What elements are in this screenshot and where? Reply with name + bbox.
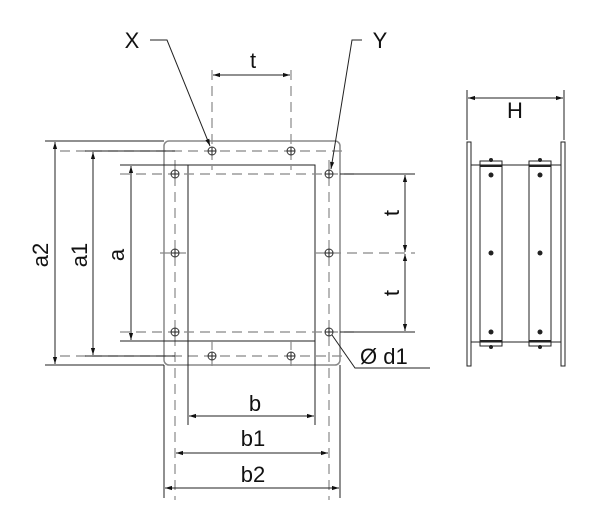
b2-label: b2 [241, 462, 265, 487]
dimension-t-right: t t [379, 175, 408, 331]
dimension-t-top: t [213, 48, 290, 78]
d1-label: Ø d1 [360, 344, 408, 369]
bolt-hole [286, 351, 296, 361]
dimension-b2: b2 [165, 462, 339, 491]
bolt-hole [324, 248, 334, 258]
bolt-holes [170, 146, 334, 361]
side-view: H [466, 90, 566, 367]
t-top-label: t [250, 48, 256, 73]
dimension-b1: b1 [176, 426, 328, 456]
bolt-hole [207, 351, 217, 361]
dimension-a1: a1 [67, 152, 96, 355]
a1-label: a1 [67, 243, 92, 267]
bolt-hole [170, 169, 180, 179]
leader-d1: Ø d1 [331, 334, 430, 369]
dimension-b: b [189, 391, 314, 419]
flange-left [466, 141, 472, 367]
dimension-a: a [104, 166, 134, 340]
bolt-hole [286, 146, 296, 156]
front-view [60, 70, 415, 500]
t-right-lower-label: t [379, 290, 404, 296]
h-label: H [507, 98, 523, 123]
bolt-hole [324, 169, 334, 179]
a-label: a [104, 248, 129, 261]
a2-label: a2 [28, 243, 53, 267]
bolt-hole [170, 327, 180, 337]
flange-right [560, 141, 566, 367]
hole-centerlines [60, 70, 415, 500]
bolt-hole [207, 146, 217, 156]
leader-x: X [125, 28, 211, 147]
b-label: b [249, 391, 261, 416]
dimension-a2: a2 [28, 142, 58, 364]
b1-label: b1 [241, 426, 265, 451]
bolt-hole [324, 327, 334, 337]
bolt-dots [488, 158, 543, 349]
bolt-hole [170, 248, 180, 258]
leader-y: Y [330, 28, 388, 170]
extension-lines [45, 140, 415, 366]
duct-opening [187, 164, 316, 342]
x-label: X [125, 28, 140, 53]
y-label: Y [373, 28, 388, 53]
t-right-upper-label: t [379, 210, 404, 216]
